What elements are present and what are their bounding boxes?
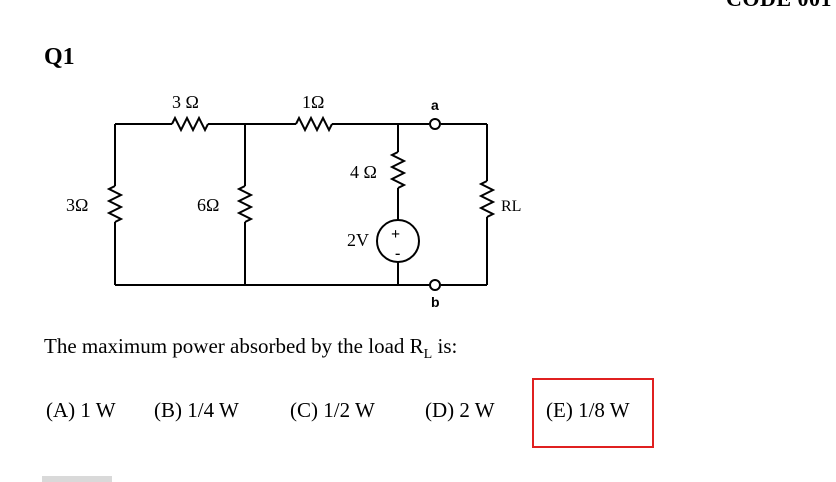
label-terminal-a: a: [431, 97, 439, 113]
scroll-indicator: [42, 476, 112, 482]
exam-code: CODE 001: [726, 0, 832, 12]
choice-c[interactable]: (C) 1/2 W: [290, 398, 375, 422]
label-r-mid: 6Ω: [197, 195, 219, 215]
selected-answer-highlight: [532, 378, 654, 448]
resistor-3ohm-top: [171, 115, 209, 133]
label-load: RL: [501, 198, 521, 215]
label-source-minus: -: [395, 245, 400, 262]
question-text-sub: L: [423, 347, 433, 363]
circuit-diagram: 3 Ω 1Ω 3Ω 6Ω 4 Ω 2V + - a b RL: [66, 92, 521, 310]
answer-choices: (A) 1 W (B) 1/4 W (C) 1/2 W (D) 2 W (E) …: [0, 398, 836, 428]
terminal-b-node: [429, 279, 441, 291]
choice-b[interactable]: (B) 1/4 W: [154, 398, 239, 422]
label-r-vertical: 4 Ω: [350, 162, 377, 182]
resistor-6ohm-mid: [236, 185, 254, 223]
label-r-top-mid: 1Ω: [302, 92, 324, 112]
question-number: Q1: [44, 44, 75, 70]
label-r-top-left: 3 Ω: [172, 92, 199, 112]
label-source-value: 2V: [347, 230, 369, 250]
question-text: The maximum power absorbed by the load R…: [44, 334, 457, 363]
terminal-a-node: [429, 118, 441, 130]
question-text-main: The maximum power absorbed by the load R: [44, 334, 424, 358]
label-terminal-b: b: [431, 294, 440, 310]
choice-a[interactable]: (A) 1 W: [46, 398, 116, 422]
choice-d[interactable]: (D) 2 W: [425, 398, 495, 422]
resistor-4ohm: [389, 151, 407, 189]
resistor-load: [478, 180, 496, 218]
choice-e[interactable]: (E) 1/8 W: [546, 398, 630, 422]
label-r-left: 3Ω: [66, 195, 88, 215]
label-source-plus: +: [391, 226, 400, 243]
question-text-end: is:: [432, 334, 458, 358]
resistor-3ohm-left: [106, 185, 124, 223]
resistor-1ohm-top: [295, 115, 333, 133]
